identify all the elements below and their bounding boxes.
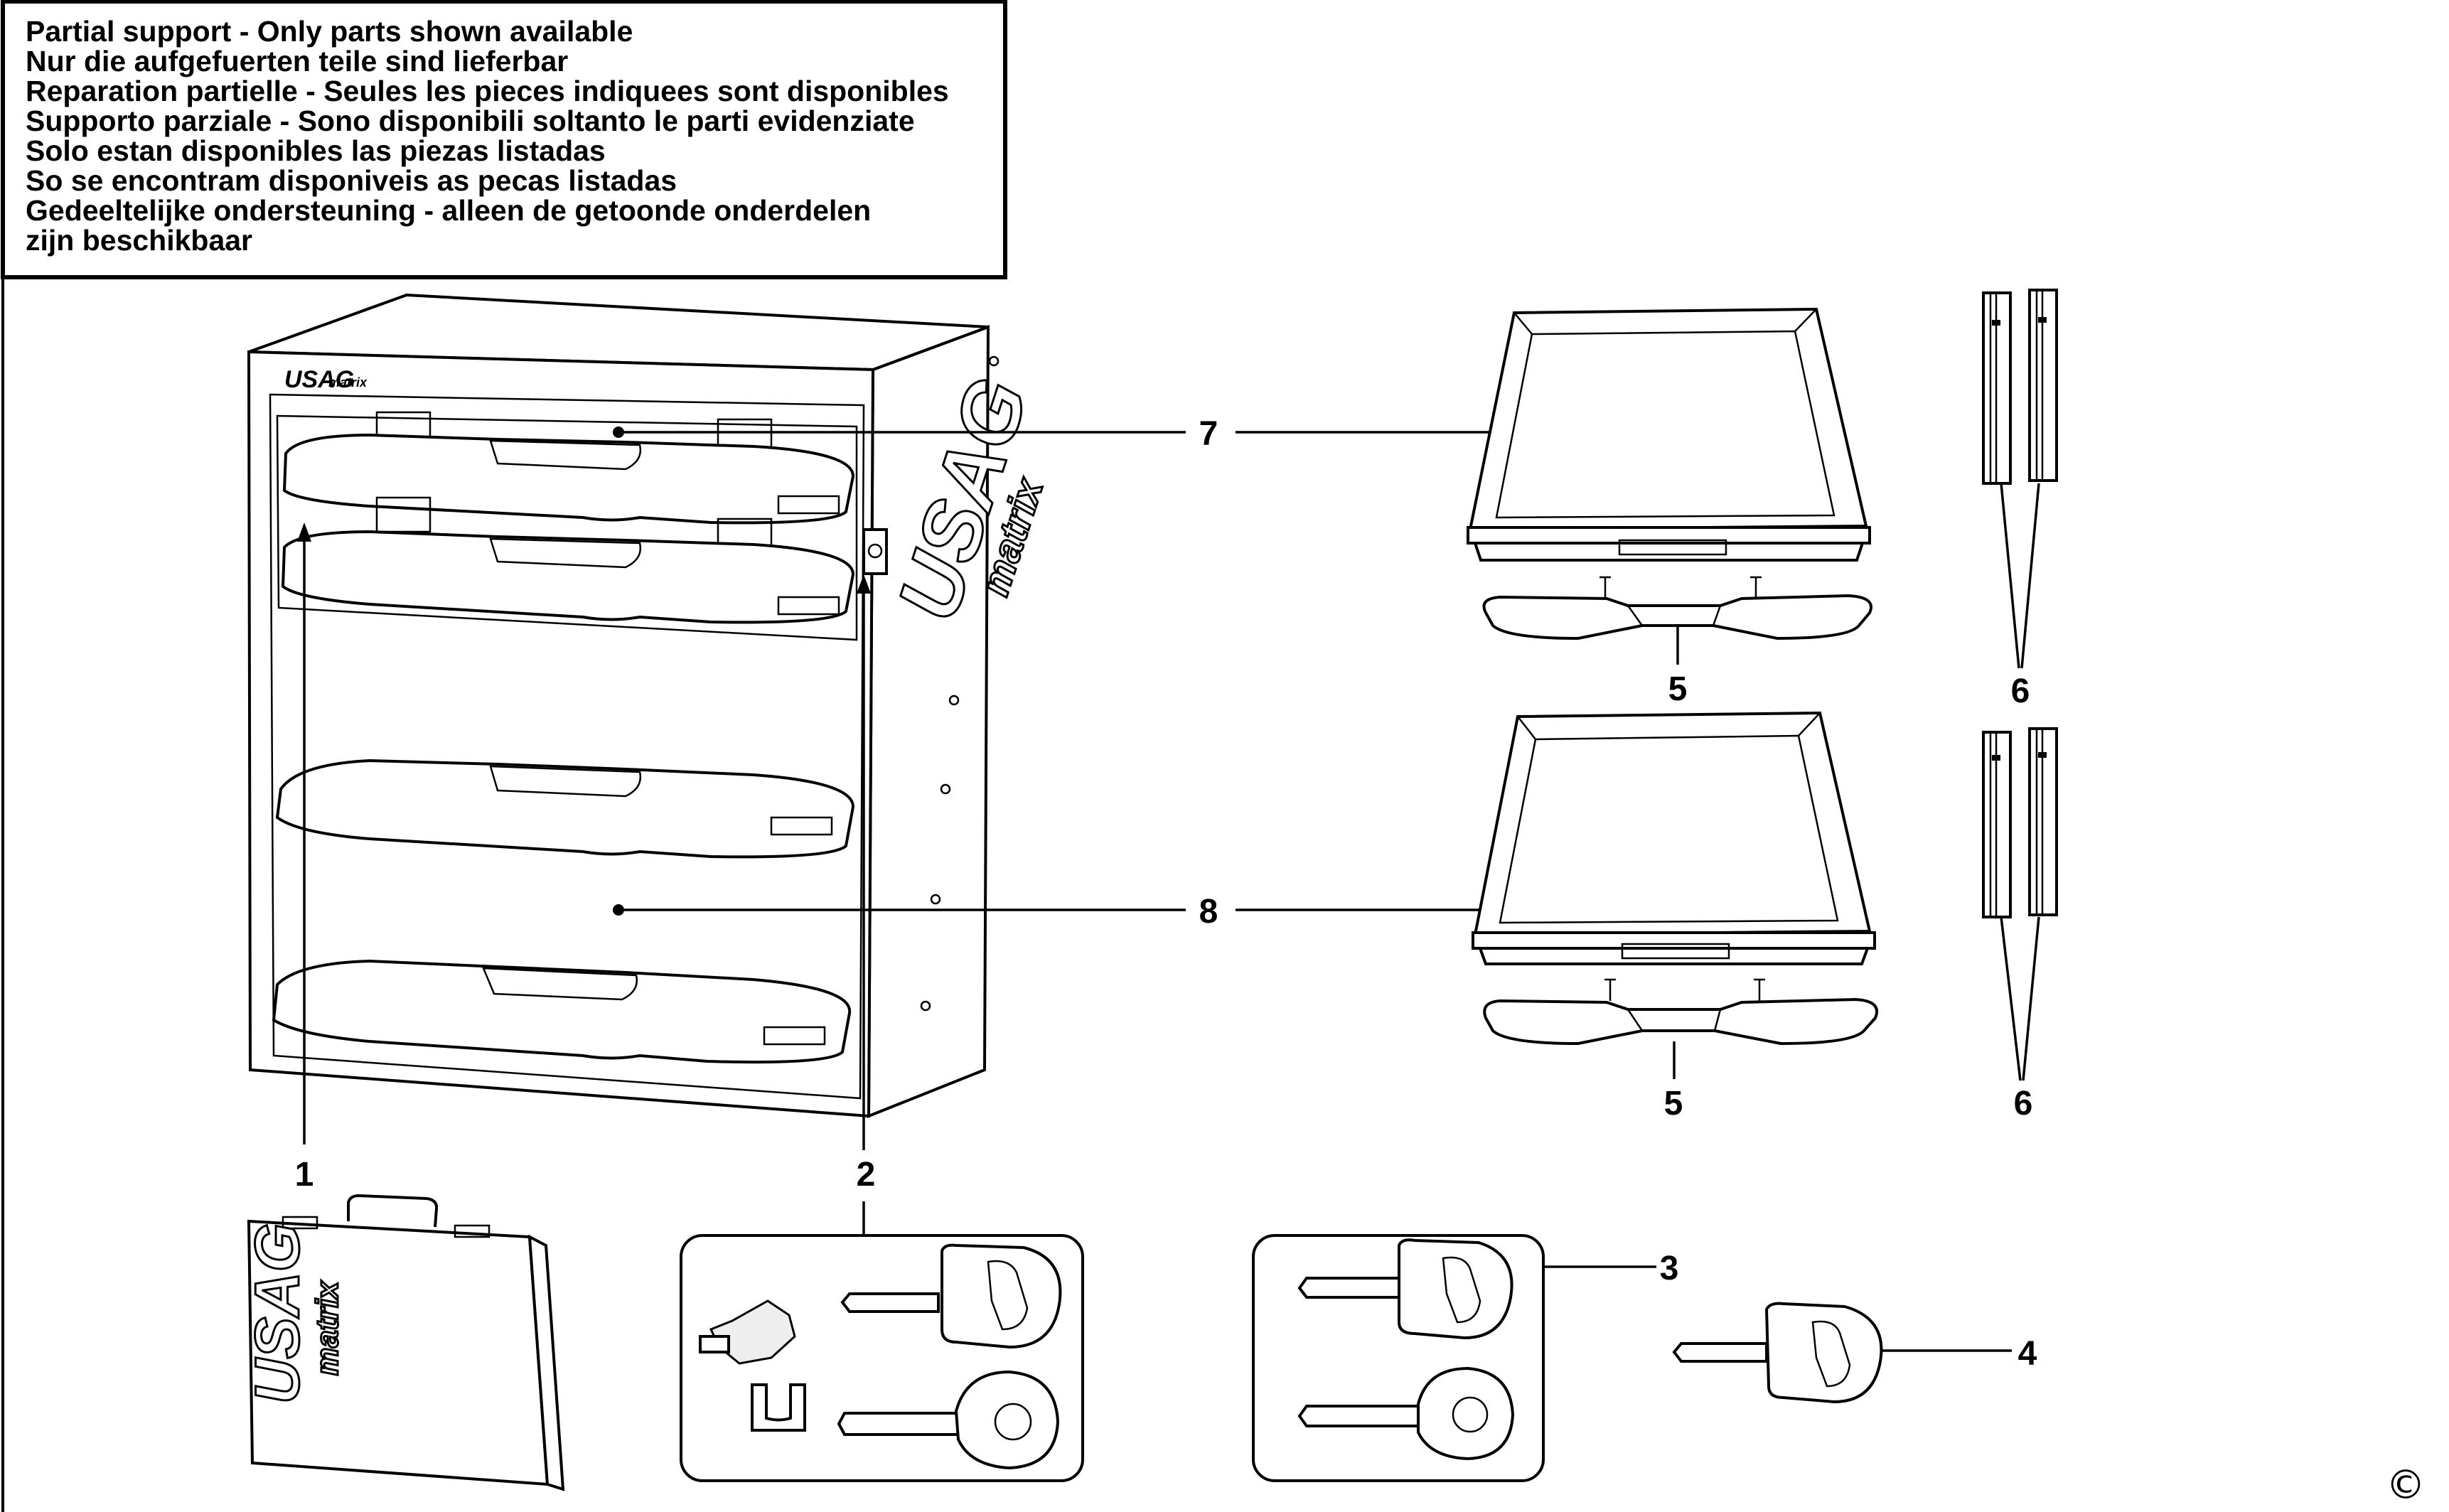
drawer-handle-upper: [1482, 576, 1872, 640]
callout-3: 3: [1660, 1250, 1679, 1287]
notice-box: Partial support - Only parts shown avail…: [1, 0, 1007, 279]
notice-line-de: Nur die aufgefuerten teile sind lieferba…: [26, 45, 568, 77]
tray-handle-slot: [1618, 539, 1727, 556]
cabinet-lock-keyhole: [867, 543, 883, 559]
leader-6b-right: [2022, 916, 2040, 1081]
drawer-badge: [777, 596, 840, 616]
notice-box-frame: [1, 0, 1007, 279]
rivet: [920, 1000, 931, 1012]
leader-lines: [297, 427, 2040, 1352]
rivet: [948, 695, 960, 706]
drawer-badge: [763, 1026, 826, 1046]
callout-8: 8: [1199, 893, 1218, 931]
leader-1-arrow: [297, 522, 311, 542]
tray-lip: [1472, 931, 1876, 950]
cabinet-front-inner: [269, 393, 865, 1100]
callout-6-upper: 6: [2011, 672, 2030, 710]
callout-7: 7: [1199, 415, 1218, 453]
notice-line-fr: Reparation partielle - Seules les pieces…: [26, 75, 949, 107]
drawer-front-3: [275, 758, 855, 859]
cabinet-front-logo-sub: matrix: [328, 375, 368, 390]
cabinet-front-logo: USAG: [284, 366, 354, 393]
callout-6-lower: 6: [2014, 1085, 2033, 1122]
case-latch: [454, 1224, 491, 1238]
rivet: [988, 355, 1000, 367]
callout-5-lower: 5: [1664, 1085, 1683, 1122]
drawer-slides-lower: [1982, 727, 2058, 918]
notice-line-pt: So se encontram disponiveis as pecas lis…: [26, 164, 677, 197]
tool-case: USAG matrix: [241, 1194, 565, 1491]
cabinet-lock: [862, 528, 888, 575]
callout-4: 4: [2018, 1335, 2037, 1373]
rivet: [930, 894, 941, 905]
drawer-handle-lower: [1483, 978, 1878, 1046]
leader-6a-right: [2020, 483, 2040, 669]
drawer-front-4: [272, 959, 852, 1064]
leader-2-arrow: [857, 574, 871, 594]
notice-line-es: Solo estan disponibles las piezas listad…: [26, 134, 606, 167]
copyright-mark: ©: [2386, 1462, 2426, 1508]
lock-kit: [680, 1234, 1084, 1482]
notice-line-nl: Gedeeltelijke ondersteuning - alleen de …: [26, 194, 871, 227]
drawer-badge: [770, 816, 833, 836]
key-set: [1252, 1234, 1545, 1482]
callout-labels: 7 8 1 2 3 4 5 5 6 6: [295, 415, 2037, 1373]
drawer-front-1: [282, 411, 855, 525]
tool-case-logo-sub: matrix: [310, 1280, 345, 1376]
single-key: [1672, 1302, 1883, 1404]
drawer-front-2: [281, 496, 855, 624]
rivet: [940, 783, 951, 795]
callout-5-upper: 5: [1668, 670, 1688, 708]
drawer-tray-upper: [1467, 307, 1871, 562]
cabinet-drawing: USAG matrix USAG matrix: [247, 293, 1053, 1118]
case-latch: [282, 1216, 318, 1230]
notice-line-it: Supporto parziale - Sono disponibili sol…: [26, 104, 915, 137]
tray-handle-slot: [1621, 943, 1730, 960]
callout-1: 1: [295, 1156, 314, 1194]
cabinet-upper-bay: [276, 414, 858, 641]
leader-6a-left: [2000, 483, 2020, 669]
callout-2: 2: [857, 1156, 876, 1194]
leader-6b-left: [2000, 916, 2022, 1081]
drawer-slides-upper: [1982, 289, 2058, 485]
notice-line-nl-cont: zijn beschikbaar: [26, 224, 252, 257]
drawer-badge: [777, 495, 840, 515]
drawer-tray-lower: [1472, 711, 1876, 965]
notice-line-en: Partial support - Only parts shown avail…: [26, 15, 633, 48]
tool-case-logo-text: USAG: [242, 1223, 312, 1404]
tool-case-logo: USAG matrix: [241, 1222, 346, 1405]
